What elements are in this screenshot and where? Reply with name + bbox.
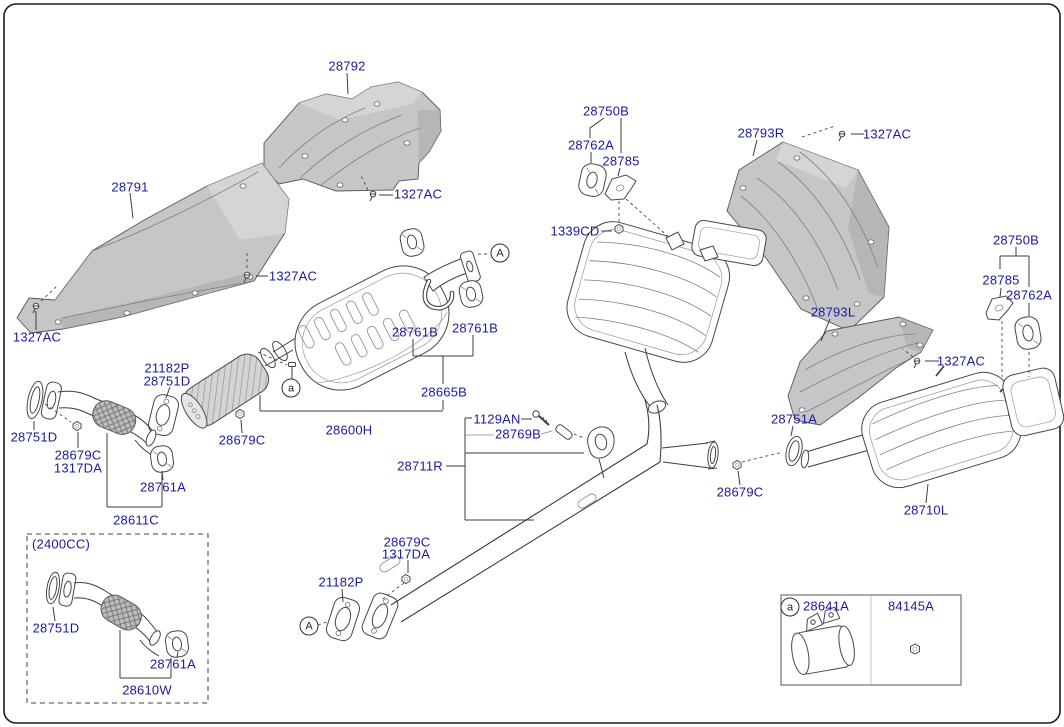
center-muffler-assembly-drawing bbox=[147, 250, 481, 437]
part-label-28679C-38: 28679C bbox=[716, 484, 764, 500]
heat-shield-28793L-drawing bbox=[787, 316, 934, 426]
part-label-1339CD-8: 1339CD bbox=[550, 223, 600, 239]
muffler-lh-28710L-drawing bbox=[800, 365, 1064, 489]
detail-marker-A-0: A bbox=[490, 243, 510, 263]
front-pipe-28611C-drawing bbox=[26, 380, 175, 473]
part-label-1317DA-27: 1317DA bbox=[53, 460, 103, 476]
detail-marker-a-3: a bbox=[780, 597, 800, 617]
part-label-28751A-39: 28751A bbox=[770, 411, 818, 427]
part-label-1327AC-15: 1327AC bbox=[936, 353, 986, 369]
part-label-84145A-42: 84145A bbox=[887, 598, 935, 614]
part-label-28761B-17: 28761B bbox=[451, 320, 499, 336]
heat-shield-28792-drawing bbox=[263, 81, 442, 192]
part-label-28761A-28: 28761A bbox=[139, 479, 187, 495]
part-label-1327AC-2: 1327AC bbox=[393, 186, 443, 202]
part-label-28761A-32: 28761A bbox=[149, 656, 197, 672]
legend-box bbox=[780, 594, 962, 686]
part-label-28761B-16: 28761B bbox=[391, 324, 439, 340]
nut-84145A-drawing bbox=[910, 643, 920, 655]
part-label-28750B-5: 28750B bbox=[582, 103, 630, 119]
part-label-28711R-22: 28711R bbox=[397, 458, 443, 474]
page-border bbox=[3, 3, 1061, 724]
muffler-rh-drawing bbox=[566, 219, 767, 414]
part-label-28679C-26: 28679C bbox=[54, 447, 102, 463]
part-label-1327AC-4: 1327AC bbox=[12, 329, 62, 345]
part-label-1327AC-10: 1327AC bbox=[862, 126, 912, 142]
detail-marker-A-2: A bbox=[299, 616, 319, 636]
part-label-28751D-31: 28751D bbox=[32, 620, 80, 636]
nut-icon bbox=[72, 223, 742, 585]
part-label-28665B-18: 28665B bbox=[420, 384, 468, 400]
part-label-28791-1: 28791 bbox=[111, 179, 149, 195]
part-label-21182P-37: 21182P bbox=[318, 574, 364, 590]
part-label-28769B-21: 28769B bbox=[494, 426, 542, 442]
part-label-28762A-13: 28762A bbox=[1005, 287, 1053, 303]
part-label-28793L-14: 28793L bbox=[810, 304, 856, 320]
heat-shield-28793R-drawing bbox=[726, 141, 890, 332]
part-label-21182P-23: 21182P bbox=[144, 360, 190, 376]
dashed-reference-lines bbox=[40, 125, 1030, 626]
part-label-28610W-33: 28610W bbox=[122, 682, 172, 698]
part-label-28679C-35: 28679C bbox=[383, 534, 431, 550]
leader-lines bbox=[33, 72, 1030, 679]
part-label-28679C-34: 28679C bbox=[218, 432, 266, 448]
variant-2400cc-box bbox=[26, 533, 209, 704]
heat-shield-28791-drawing bbox=[16, 162, 290, 334]
part-label-28762A-6: 28762A bbox=[567, 137, 615, 153]
part-label-1129AN-20: 1129AN bbox=[473, 411, 521, 427]
part-label-28641A-41: 28641A bbox=[802, 598, 850, 614]
part-label-28785-7: 28785 bbox=[602, 153, 640, 169]
part-label-28611C-29: 28611C bbox=[113, 512, 159, 528]
part-label-2400CC-30: (2400CC) bbox=[32, 536, 90, 552]
part-label-28792-0: 28792 bbox=[328, 58, 366, 74]
part-label-28751D-25: 28751D bbox=[10, 429, 58, 445]
screw-icon bbox=[32, 130, 921, 369]
part-label-28710L-40: 28710L bbox=[903, 502, 949, 518]
fastener-glyphs bbox=[32, 130, 921, 585]
part-label-28751D-24: 28751D bbox=[143, 373, 191, 389]
part-label-28750B-11: 28750B bbox=[992, 232, 1040, 248]
part-label-28785-12: 28785 bbox=[982, 272, 1020, 288]
center-pipe-28711R-drawing bbox=[361, 399, 719, 640]
small-parts bbox=[325, 163, 1042, 642]
part-label-1317DA-36: 1317DA bbox=[381, 546, 431, 562]
part-label-1327AC-3: 1327AC bbox=[268, 268, 318, 284]
part-label-28793R-9: 28793R bbox=[737, 125, 785, 141]
clamp-28641A-drawing bbox=[791, 606, 855, 676]
detail-marker-a-1: a bbox=[281, 378, 301, 398]
part-label-28600H-19: 28600H bbox=[325, 422, 373, 438]
